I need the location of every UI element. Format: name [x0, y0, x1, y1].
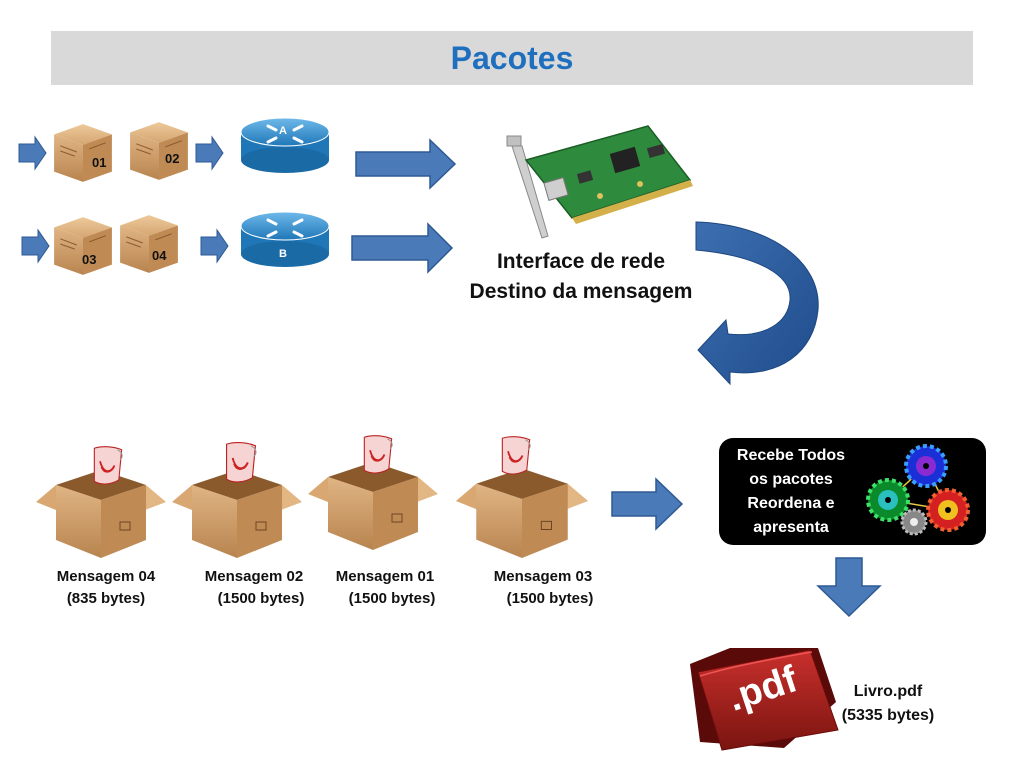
open-box-icon [455, 467, 589, 559]
message-size: (1500 bytes) [217, 590, 305, 607]
network-card-icon [506, 125, 693, 239]
result-name: Livro.pdf [853, 683, 923, 700]
pdf-page-icon [93, 445, 124, 485]
packet-number: 02 [165, 151, 180, 166]
pdf-page-icon [363, 434, 394, 475]
result-size: (5335 bytes) [841, 707, 935, 724]
message-size: (1500 bytes) [506, 590, 594, 607]
packet-number: 03 [82, 252, 97, 267]
title-bar: Pacotes [51, 31, 973, 85]
router-icon [240, 211, 330, 267]
pdf-page-icon [501, 435, 532, 475]
pdf-file-icon [690, 648, 839, 751]
result-label: Livro.pdf (5335 bytes) [826, 680, 950, 728]
message-name: Mensagem 04 [56, 568, 156, 585]
arrow-right-icon [195, 135, 224, 171]
arrow-right-icon [21, 228, 50, 264]
open-box-icon [308, 461, 438, 551]
processor-line: apresenta [753, 518, 829, 536]
processor-text: Recebe Todos os pacotes Reordena e apres… [722, 438, 860, 545]
arrow-right-icon [355, 138, 457, 190]
message-size: (835 bytes) [66, 590, 146, 607]
message-name: Mensagem 03 [493, 568, 593, 585]
arrow-right-icon [18, 135, 47, 171]
open-box-icon [171, 469, 303, 559]
router-icon [240, 117, 330, 173]
packet-number: 04 [152, 248, 167, 263]
nic-label: Interface de rede Destino da mensagem [448, 247, 714, 307]
message-size: (1500 bytes) [348, 590, 436, 607]
gears-icon [866, 444, 970, 536]
router-label: A [279, 125, 287, 137]
router-label: B [279, 248, 287, 260]
message-label: Mensagem 02 (1500 bytes) [195, 566, 313, 610]
arrow-right-icon [200, 228, 229, 264]
message-label: Mensagem 04 (835 bytes) [46, 566, 166, 610]
message-label: Mensagem 03 (1500 bytes) [484, 566, 602, 610]
packet-number: 01 [92, 155, 107, 170]
package-icon [53, 123, 113, 183]
pdf-page-icon [225, 441, 257, 483]
arrow-right-icon [611, 477, 684, 531]
message-name: Mensagem 01 [335, 568, 435, 585]
message-label: Mensagem 01 (1500 bytes) [326, 566, 444, 610]
page-title: Pacotes [450, 39, 574, 76]
processor-line: os pacotes [749, 470, 833, 488]
processor-line: Reordena e [747, 494, 835, 512]
arrow-down-icon [816, 557, 882, 618]
nic-label-line: Interface de rede [496, 250, 666, 273]
message-name: Mensagem 02 [204, 568, 304, 585]
arrow-right-icon [351, 222, 454, 274]
package-icon [119, 214, 179, 274]
processor-line: Recebe Todos [736, 446, 846, 464]
nic-label-line: Destino da mensagem [469, 280, 693, 303]
curved-arrow-icon [695, 221, 819, 386]
